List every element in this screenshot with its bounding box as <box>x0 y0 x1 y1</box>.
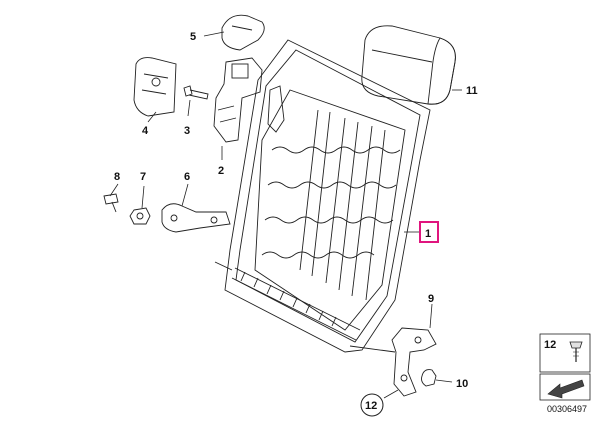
arrow-icon <box>547 379 585 399</box>
callout-3[interactable]: 3 <box>184 125 190 137</box>
callout-8[interactable]: 8 <box>114 171 120 183</box>
callout-9[interactable]: 9 <box>428 293 434 305</box>
legend-item-box[interactable] <box>539 333 591 373</box>
callout-2[interactable]: 2 <box>218 165 224 177</box>
callout-11[interactable]: 11 <box>466 85 478 97</box>
callout-6[interactable]: 6 <box>184 171 190 183</box>
callout-5[interactable]: 5 <box>190 31 196 43</box>
callout-10[interactable]: 10 <box>456 378 468 390</box>
screw-icon <box>569 341 583 362</box>
washer-part[interactable] <box>421 369 437 387</box>
callout-1[interactable]: 1 <box>425 228 431 240</box>
lower-hinge-part[interactable] <box>391 327 437 397</box>
leader-lines <box>109 31 462 399</box>
headrest-part[interactable] <box>361 25 456 105</box>
callout-1-highlight-box[interactable] <box>419 221 439 243</box>
cover-cap-part[interactable] <box>221 14 265 51</box>
legend-number: 12 <box>544 339 556 351</box>
callout-7[interactable]: 7 <box>140 171 146 183</box>
callout-12[interactable]: 12 <box>365 400 377 412</box>
bolt-part[interactable] <box>183 85 209 100</box>
hinge-bracket-part[interactable] <box>161 203 231 233</box>
seat-back-frame[interactable] <box>214 39 431 353</box>
screw-part[interactable] <box>103 193 119 213</box>
legend: 12 00306497 <box>539 333 591 414</box>
bracket-part[interactable] <box>133 57 177 117</box>
callout-4[interactable]: 4 <box>142 125 149 137</box>
callout-12-circle[interactable] <box>360 393 384 417</box>
diagram-id: 00306497 <box>547 404 587 414</box>
lock-mechanism-part[interactable] <box>213 57 285 143</box>
callouts: 5 4 3 2 6 7 8 11 9 10 1 12 <box>114 31 478 417</box>
nut-part[interactable] <box>129 207 151 225</box>
